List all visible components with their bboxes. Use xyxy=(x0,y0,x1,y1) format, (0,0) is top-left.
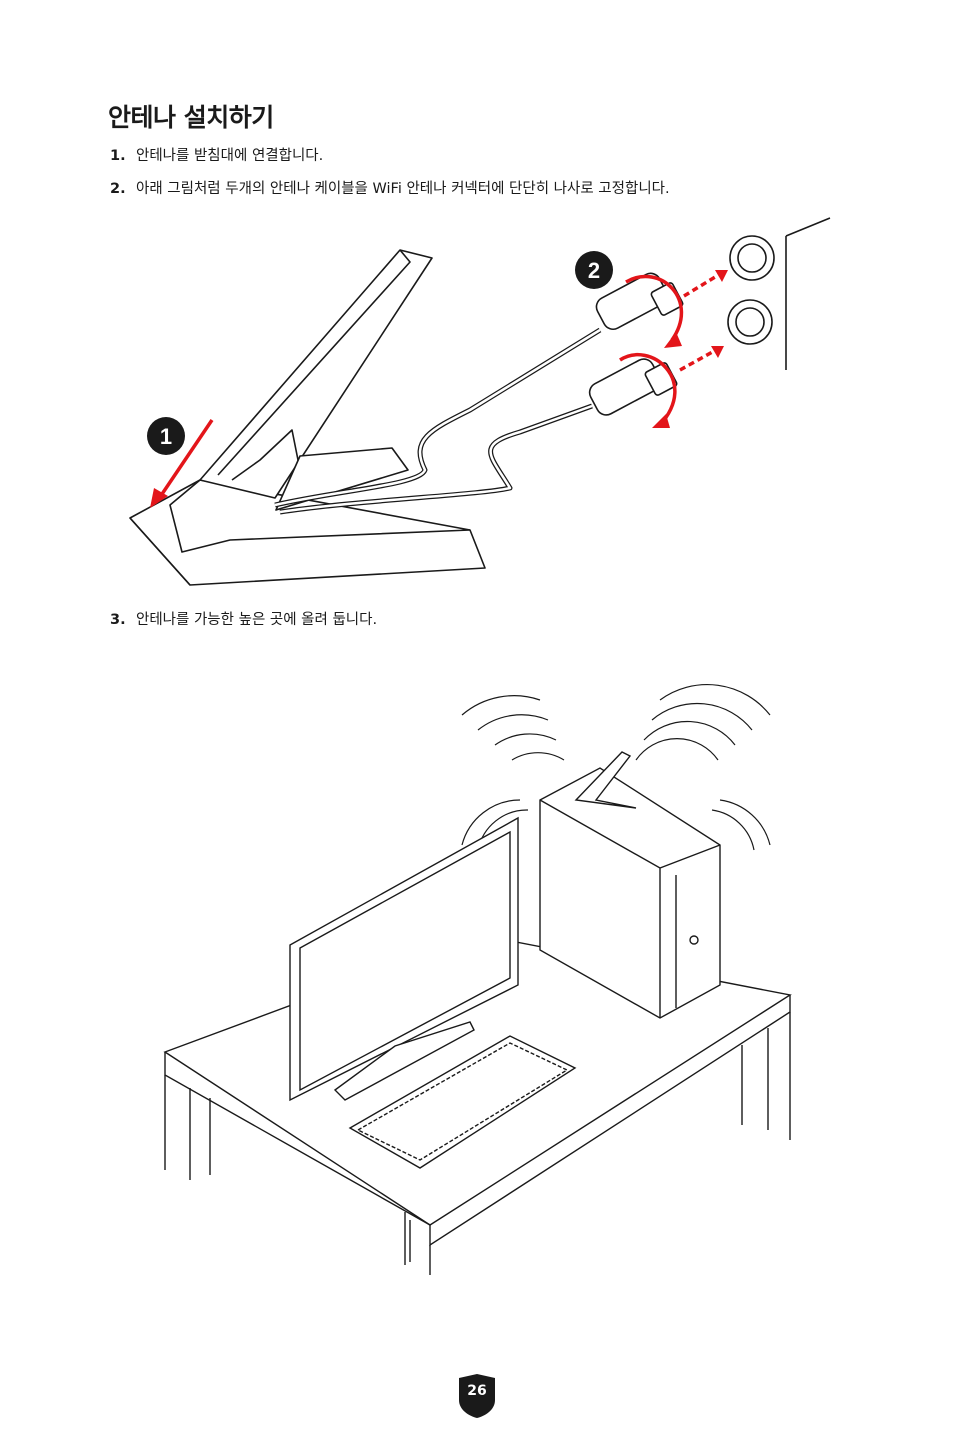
step-text: 안테나를 가능한 높은 곳에 올려 둡니다. xyxy=(136,612,378,628)
step-3: 3. 안테나를 가능한 높은 곳에 올려 둡니다. xyxy=(110,610,377,630)
step-number: 1. xyxy=(110,148,126,164)
page-number: 26 xyxy=(467,1383,487,1399)
step-2: 2. 아래 그림처럼 두개의 안테나 케이블을 WiFi 안테나 커넥터에 단단히… xyxy=(110,179,670,199)
step-1: 1. 안테나를 받침대에 연결합니다. xyxy=(110,146,323,166)
callout-two: 2 xyxy=(588,258,600,283)
callout-two-badge xyxy=(575,251,613,289)
page-number-badge xyxy=(459,1374,495,1418)
step-number: 3. xyxy=(110,612,126,628)
step-text: 아래 그림처럼 두개의 안테나 케이블을 WiFi 안테나 커넥터에 단단히 나… xyxy=(136,181,670,197)
step-text: 안테나를 받침대에 연결합니다. xyxy=(136,148,324,164)
callout-one: 1 xyxy=(160,424,172,449)
page-title: 안테나 설치하기 xyxy=(108,103,274,132)
step-number: 2. xyxy=(110,181,126,197)
callout-one-badge xyxy=(147,417,185,455)
